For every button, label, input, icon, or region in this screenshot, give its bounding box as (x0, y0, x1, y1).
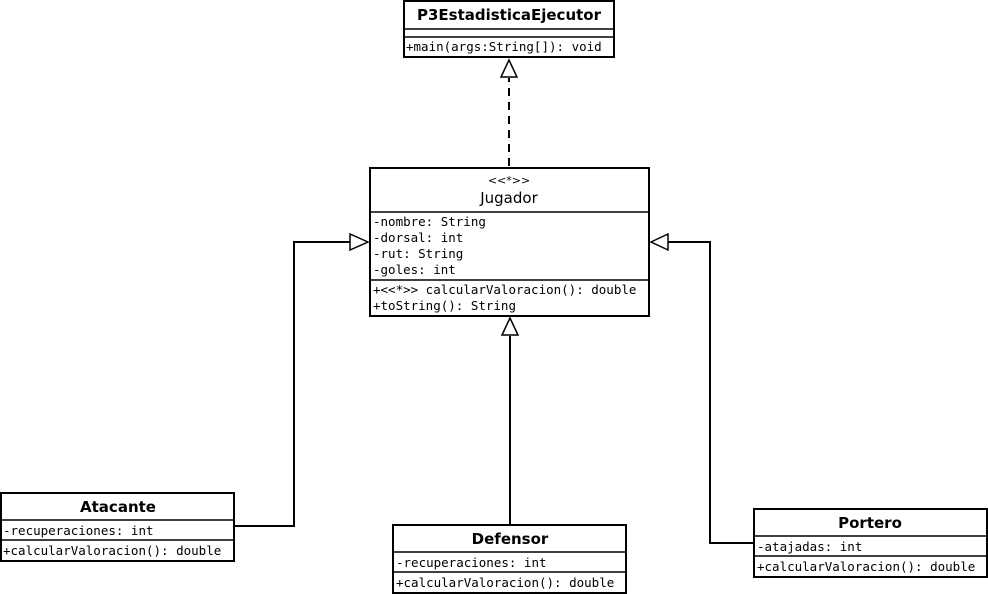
class-defensor[interactable]: Defensor -recuperaciones: int +calcularV… (392, 524, 627, 594)
generalization-defensor-jugador (500, 316, 520, 524)
class-name: Portero (838, 514, 902, 532)
class-name: Jugador (479, 189, 538, 207)
realization-ejecutor-jugador (499, 58, 519, 166)
method-calcularvaloracion: +calcularValoracion(): double (3, 543, 221, 558)
attribute-dorsal: -dorsal: int (373, 230, 463, 245)
generalization-arrowhead-icon (349, 232, 370, 252)
attribute-atajadas: -atajadas: int (757, 539, 862, 554)
generalization-line (668, 241, 753, 544)
method-tostring: +toString(): String (373, 298, 516, 313)
class-name: Defensor (472, 530, 549, 548)
generalization-arrowhead-icon (649, 232, 669, 252)
attribute-rut: -rut: String (373, 246, 463, 261)
class-portero[interactable]: Portero -atajadas: int +calcularValoraci… (753, 508, 988, 578)
generalization-portero-jugador (649, 232, 753, 544)
class-stereotype: <<*>> (488, 174, 530, 187)
class-p3estadisticaejecutor[interactable]: P3EstadisticaEjecutor +main(args:String[… (403, 0, 615, 58)
method-main: +main(args:String[]): void (406, 39, 602, 54)
attribute-nombre: -nombre: String (373, 214, 486, 229)
attribute-goles: -goles: int (373, 262, 456, 277)
generalization-arrowhead-icon (500, 316, 520, 336)
method-calcularvaloracion: +calcularValoracion(): double (396, 575, 614, 590)
generalization-atacante-jugador (234, 232, 370, 527)
realization-arrowhead-icon (499, 58, 519, 78)
class-jugador[interactable]: <<*>> Jugador -nombre: String -dorsal: i… (369, 167, 650, 317)
method-calcularvaloracion: +<<*>> calcularValoracion(): double (373, 282, 636, 297)
attribute-recuperaciones: -recuperaciones: int (3, 523, 154, 538)
attribute-recuperaciones: -recuperaciones: int (396, 555, 547, 570)
class-name: Atacante (80, 498, 156, 516)
class-atacante[interactable]: Atacante -recuperaciones: int +calcularV… (0, 492, 235, 562)
class-name: P3EstadisticaEjecutor (417, 6, 602, 24)
method-calcularvaloracion: +calcularValoracion(): double (757, 559, 975, 574)
generalization-line (234, 241, 350, 527)
